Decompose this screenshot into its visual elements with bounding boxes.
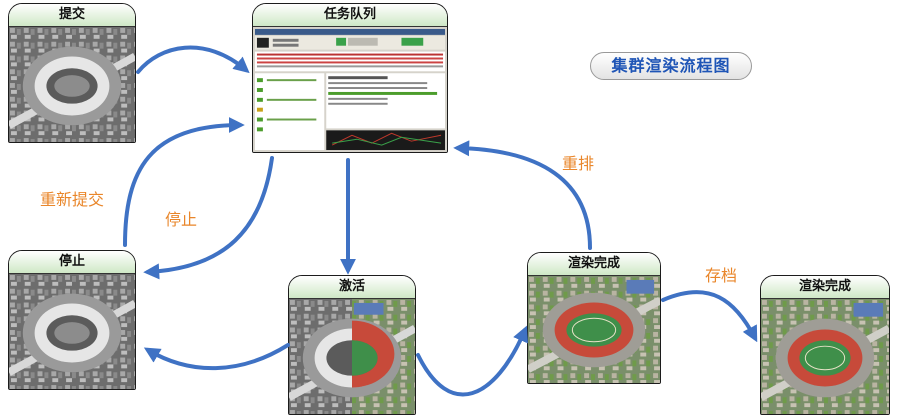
node-submit-title: 提交 [9,4,135,27]
arrow-activate-to-render [416,325,528,397]
stadium-aerial-image [9,27,135,142]
stadium-aerial-image [761,299,889,414]
node-render-done-mid: 渲染完成 [527,252,661,384]
stadium-aerial-image [289,299,415,414]
node-submit: 提交 [8,3,136,143]
stadium-aerial-image [9,274,135,389]
edge-label-requeue: 重排 [562,154,595,173]
node-activate-title: 激活 [289,276,415,299]
edge-label-stop: 停止 [165,210,198,229]
node-queue: 任务队列 [252,3,448,153]
node-render-done-right: 渲染完成 [760,275,890,415]
arrow-queue-to-stop [143,156,274,280]
edge-label-archive: 存档 [705,266,738,285]
node-render-done-right-title: 渲染完成 [761,276,889,299]
node-stop: 停止 [8,250,136,390]
node-activate: 激活 [288,275,416,415]
queue-software-screenshot [253,27,447,152]
edge-label-resubmit: 重新提交 [40,190,105,209]
arrow-resubmit [123,117,245,247]
diagram-title: 集群渲染流程图 [590,52,752,80]
arrow-activate-to-stop [143,343,290,371]
stadium-aerial-image [528,276,660,383]
arrow-submit-to-queue [136,45,250,74]
node-queue-title: 任务队列 [253,4,447,27]
node-stop-title: 停止 [9,251,135,274]
arrow-render-to-archive [661,290,758,343]
node-render-done-mid-title: 渲染完成 [528,253,660,276]
arrow-render-to-queue [453,140,592,250]
